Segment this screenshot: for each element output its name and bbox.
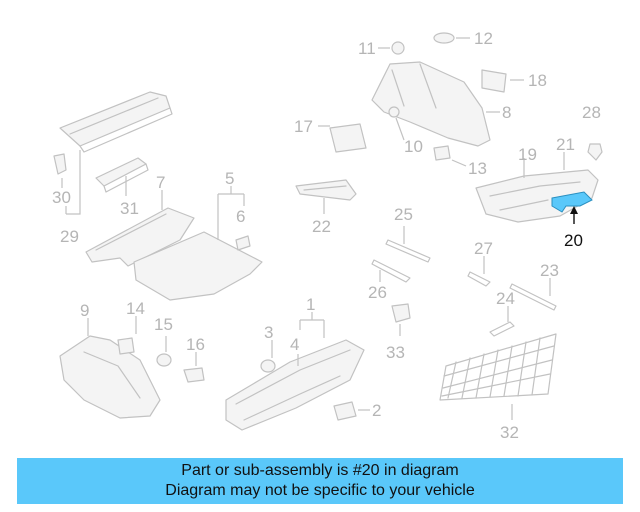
pad-18 [481,69,507,93]
callout-26: 26 [368,283,387,302]
latch-13 [433,145,451,161]
leader-13 [451,159,467,167]
callout-28: 28 [582,103,601,122]
parts-diagram: 30 29 31 7 5 6 22 8 11 12 18 [52,29,603,442]
trunk-floor-cover [133,231,263,301]
callout-4: 4 [290,335,299,354]
highlighted-part-20 [551,191,593,213]
banner-line-1: Part or sub-assembly is #20 in diagram [181,462,459,479]
callout-9: 9 [80,301,89,320]
callout-14: 14 [126,299,145,318]
callout-22: 22 [312,217,331,236]
parcel-shelf [59,91,173,153]
leader-1 [299,312,325,338]
callout-7: 7 [156,173,165,192]
callout-2: 2 [372,401,381,420]
callout-31: 31 [120,199,139,218]
callout-21: 21 [556,135,575,154]
knob-11 [391,41,405,55]
side-trim-panel [475,169,599,223]
callout-5: 5 [225,169,234,188]
callout-20: 20 [564,231,583,250]
bolt-28 [587,143,603,161]
callout-32: 32 [500,423,519,442]
callout-3: 3 [264,323,273,342]
callout-18: 18 [528,71,547,90]
callout-8: 8 [502,103,511,122]
callout-27: 27 [474,239,493,258]
callout-17: 17 [294,117,313,136]
clip-30 [53,153,67,188]
strap-24 [489,321,515,337]
arrow-20 [570,206,578,214]
callout-15: 15 [154,315,173,334]
jack-handle-23 [509,283,557,311]
tool-26 [371,259,411,283]
handle-22 [295,179,357,201]
callout-6: 6 [236,207,245,226]
quarter-trim-panel [371,61,491,147]
callout-30: 30 [52,188,71,207]
banner-line-2: Diagram may not be specific to your vehi… [165,482,475,499]
callout-13: 13 [468,159,487,178]
tool-25 [385,239,431,263]
latch-2 [333,401,357,421]
cargo-net-32 [439,333,557,401]
clip-33 [391,303,411,323]
callout-12: 12 [474,29,493,48]
callout-11: 11 [358,39,376,58]
info-banner: Part or sub-assembly is #20 in diagram D… [17,458,623,504]
grommet-3 [260,359,276,373]
fastener-10 [388,106,400,118]
cap-12 [433,32,455,44]
rear-sill-trim [225,339,365,431]
leader-10 [395,117,405,141]
callout-24: 24 [496,289,515,308]
callout-33: 33 [386,343,405,362]
panel-17 [329,123,367,153]
bracket-31 [95,157,149,193]
callout-10: 10 [404,137,423,156]
leader-5 [217,186,245,240]
grommet-15 [156,353,172,367]
callout-29: 29 [60,227,79,246]
fastener-16 [183,367,205,383]
callout-1: 1 [306,295,315,314]
callout-25: 25 [394,205,413,224]
callout-19: 19 [518,145,537,164]
hook-6 [235,235,251,251]
callout-16: 16 [186,335,205,354]
leader-29 [65,150,81,215]
side-compartment-9 [59,335,161,419]
clip-14 [117,337,135,355]
wrench-27 [467,271,491,287]
callout-23: 23 [540,261,559,280]
